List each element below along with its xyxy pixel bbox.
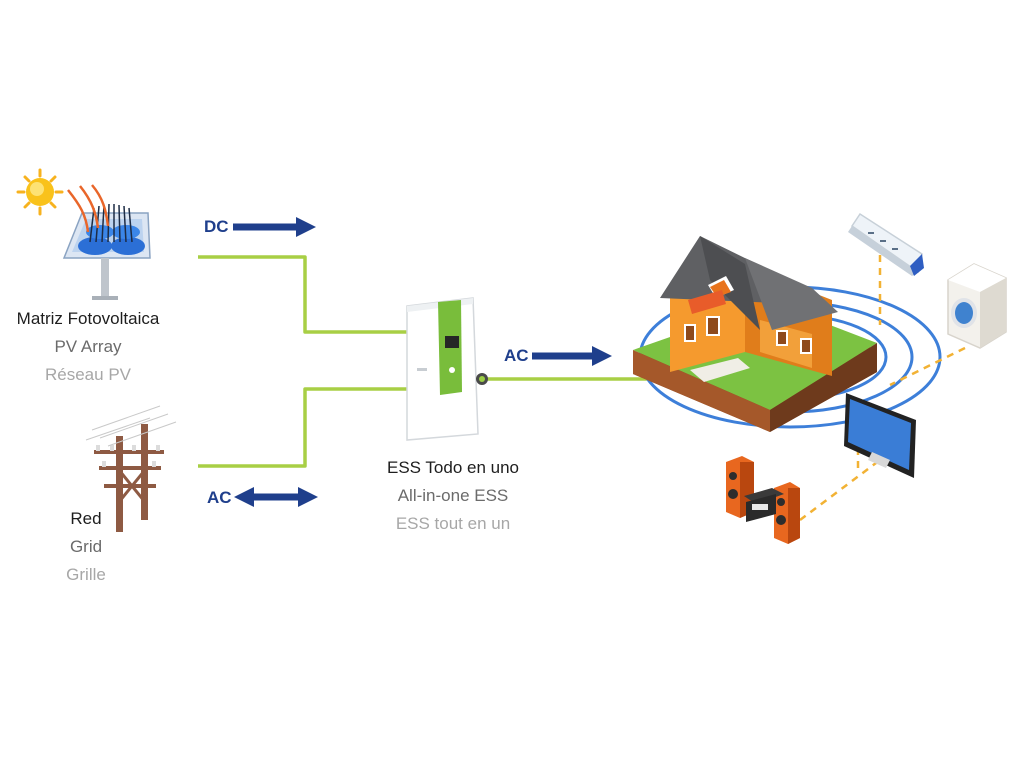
- ess-label-es: ESS Todo en uno: [386, 458, 519, 477]
- air-conditioner-icon: [848, 212, 924, 276]
- ess-label-fr: ESS tout en un: [395, 514, 511, 533]
- speakers-icon: [726, 456, 800, 544]
- grid-label-fr: Grille: [66, 565, 106, 584]
- pv-label-fr: Réseau PV: [45, 365, 131, 384]
- grid-label: Red Grid Grille: [36, 505, 136, 589]
- ac-out-flow-label: AC: [504, 346, 529, 365]
- utility-pole-icon: [85, 405, 177, 532]
- washing-machine-icon: [947, 263, 1007, 349]
- grid-label-en: Grid: [69, 537, 103, 556]
- solar-panel-icon: [62, 184, 151, 300]
- dc-wire: [198, 255, 408, 334]
- grid-wire: [198, 387, 408, 468]
- ess-label-en: All-in-one ESS: [397, 486, 509, 505]
- pv-label-en: PV Array: [54, 337, 122, 356]
- ac-out-arrow: [532, 346, 612, 366]
- ac-grid-flow-label: AC: [207, 488, 232, 507]
- house-icon: [633, 236, 877, 432]
- pv-label-es: Matriz Fotovoltaica: [16, 309, 160, 328]
- sun-icon: [16, 168, 64, 216]
- ess-unit-icon: [406, 297, 488, 441]
- grid-label-es: Red: [70, 509, 102, 528]
- dc-arrow: [233, 217, 316, 237]
- tv-icon: [844, 393, 916, 478]
- pv-array-label: Matriz Fotovoltaica PV Array Réseau PV: [0, 305, 176, 389]
- ac-grid-arrow: [234, 487, 318, 507]
- dc-flow-label: DC: [204, 217, 229, 236]
- ess-label: ESS Todo en uno All-in-one ESS ESS tout …: [363, 454, 543, 538]
